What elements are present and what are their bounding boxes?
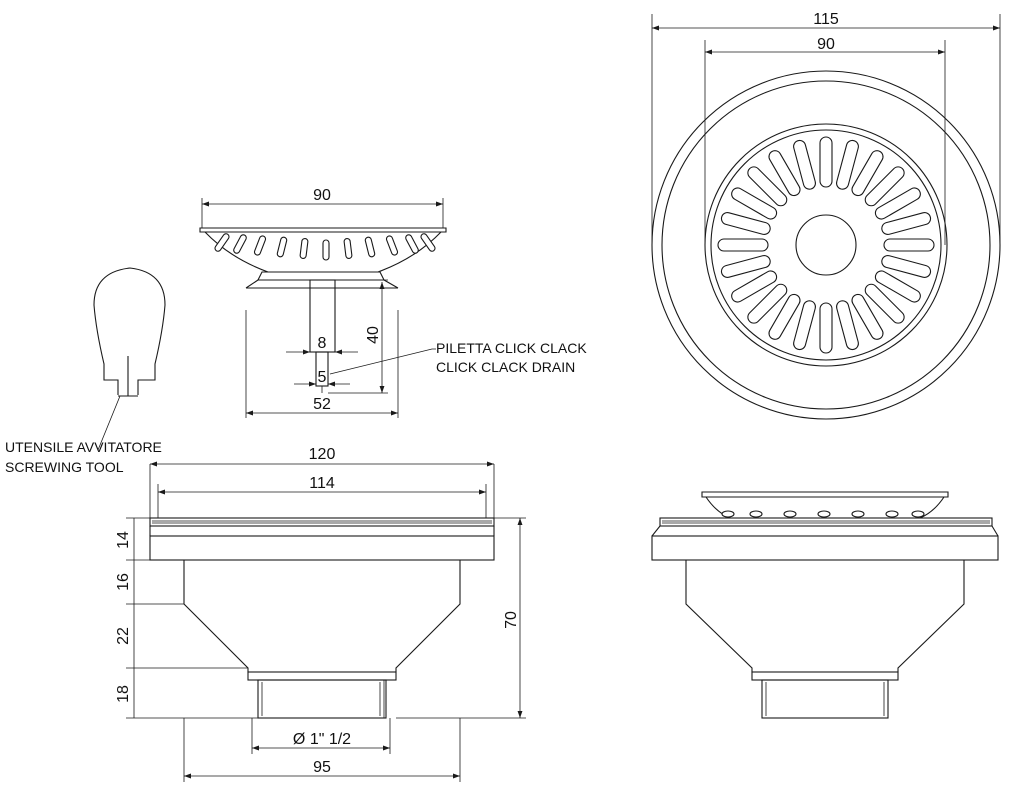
bowl-slot: [385, 235, 399, 256]
slot: [720, 212, 771, 235]
slot: [717, 238, 769, 252]
basket-slots: [717, 136, 935, 354]
dim-flange: 14: [115, 531, 132, 549]
slot: [720, 255, 771, 278]
bowl-slot: [253, 235, 267, 256]
slot: [864, 166, 905, 207]
slot: [851, 293, 884, 340]
slot: [768, 150, 801, 197]
slot: [793, 139, 816, 190]
side-basket-slots: [721, 510, 925, 518]
dim-stem-upper: 8: [318, 335, 327, 352]
side-slot: [721, 510, 735, 518]
basket-detail: 90 52 8 5 40 PILETTA CLICK CLACK CLICK C…: [199, 187, 587, 418]
bowl-slot: [233, 234, 247, 254]
dim-basket-height: 40: [365, 326, 382, 344]
dim-top-inner: 90: [817, 36, 835, 53]
side-slot: [783, 510, 797, 518]
slot: [874, 187, 921, 220]
dim-stem-lower: 5: [318, 369, 327, 386]
dim-body-inner: 114: [309, 475, 335, 492]
slot: [864, 283, 905, 324]
bowl-slot: [405, 234, 419, 254]
dim-top-outer: 115: [813, 11, 839, 28]
dim-total-height: 70: [503, 611, 520, 629]
slot: [731, 270, 778, 303]
slot: [883, 238, 935, 252]
slot: [881, 255, 932, 278]
label-drain-it: PILETTA CLICK CLACK: [436, 340, 587, 356]
slot: [881, 212, 932, 235]
slot: [731, 187, 778, 220]
slot: [874, 270, 921, 303]
side-slot: [885, 510, 899, 518]
dim-stem-spread: 52: [313, 396, 331, 413]
bowl-slots: [214, 233, 436, 261]
side-view-assembled: [651, 491, 999, 719]
slot: [851, 150, 884, 197]
label-tool-en: SCREWING TOOL: [5, 459, 124, 475]
slot: [747, 283, 788, 324]
slot: [768, 293, 801, 340]
slot: [793, 300, 816, 351]
front-view-dimensioned: 120 114 14 16 22 18 70: [115, 446, 526, 782]
bowl-slot: [322, 239, 330, 261]
bowl-slot: [276, 236, 288, 258]
side-slot: [911, 510, 925, 518]
screwing-tool: UTENSILE AVVITATORE SCREWING TOOL: [5, 267, 166, 475]
bowl-slot: [343, 238, 353, 259]
side-slot: [817, 510, 831, 518]
bowl-slot: [364, 236, 376, 258]
slot: [819, 136, 833, 188]
dim-basket-width: 90: [313, 187, 331, 204]
dim-taper: 22: [115, 627, 132, 645]
side-slot: [851, 510, 865, 518]
dim-neck: 16: [115, 573, 132, 591]
bowl-slot: [420, 233, 436, 252]
dim-thread-height: 18: [115, 685, 132, 703]
slot: [747, 166, 788, 207]
label-drain-en: CLICK CLACK DRAIN: [436, 359, 575, 375]
slot: [819, 302, 833, 354]
dim-body-outer: 120: [309, 446, 336, 463]
label-tool-it: UTENSILE AVVITATORE: [5, 439, 162, 455]
dim-base-width: 95: [313, 759, 331, 776]
side-slot: [749, 510, 763, 518]
slot: [836, 139, 859, 190]
top-view: 115 90: [651, 11, 1001, 420]
bowl-slot: [299, 238, 309, 259]
bowl-slot: [214, 233, 230, 252]
slot: [836, 300, 859, 351]
dim-thread-size: Ø 1" 1/2: [293, 731, 351, 748]
